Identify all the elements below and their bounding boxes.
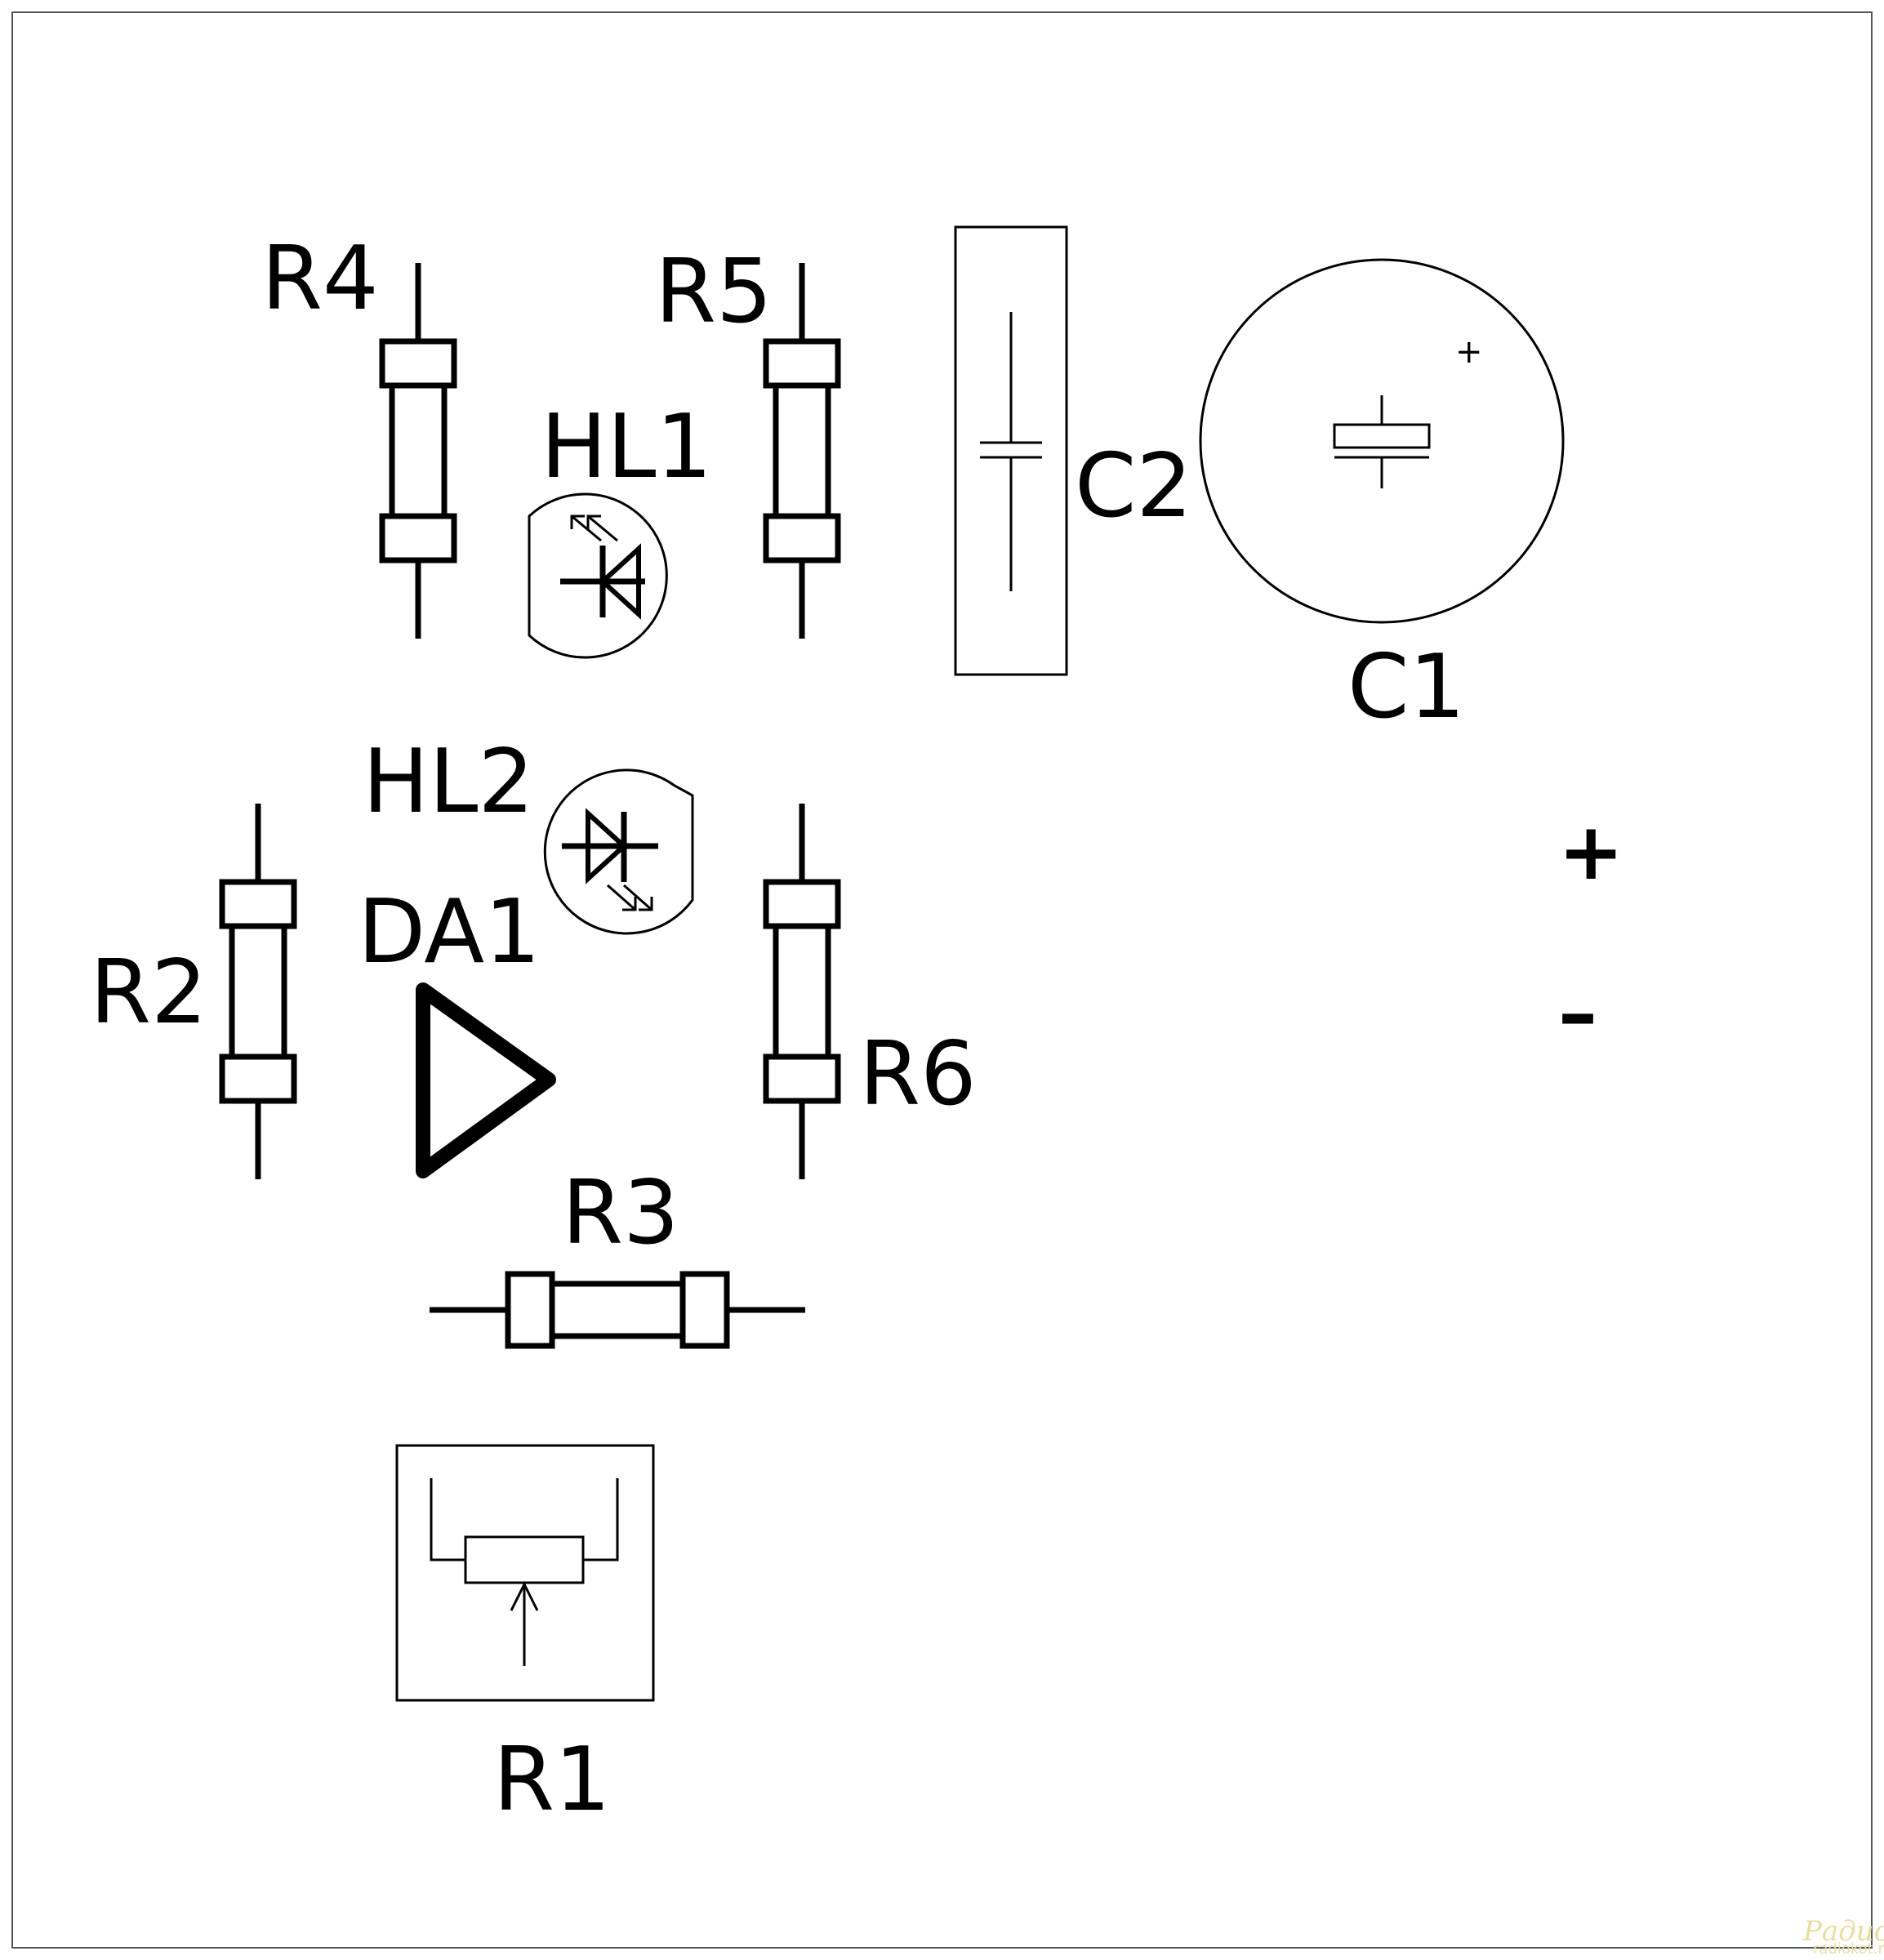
label-c2: C2	[1075, 435, 1192, 537]
label-c1: C1	[1347, 636, 1465, 738]
label-hl1: HL1	[541, 396, 712, 498]
led-hl1	[528, 492, 668, 659]
label-r6: R6	[859, 1023, 977, 1125]
trimmer-r1	[395, 1444, 655, 1702]
c1-polarity-mark: +	[1455, 333, 1483, 371]
label-da1: DA1	[358, 881, 541, 983]
watermark-site: radiokot.ru	[1813, 1940, 1884, 1958]
label-r2: R2	[90, 942, 207, 1044]
resistor-r4	[379, 263, 457, 639]
capacitor-c1	[1199, 258, 1565, 624]
capacitor-c2	[954, 225, 1068, 676]
board-outline	[11, 11, 1873, 1949]
label-r1: R1	[493, 1729, 611, 1831]
resistor-r5	[763, 263, 841, 639]
resistor-r6	[763, 804, 841, 1179]
power-plus-label: +	[1558, 806, 1623, 898]
led-hl2	[543, 768, 694, 935]
label-r4: R4	[261, 228, 379, 330]
label-r5: R5	[655, 241, 773, 343]
label-hl2: HL2	[363, 731, 534, 833]
resistor-r2	[219, 804, 297, 1179]
ic-da1	[416, 982, 556, 1178]
watermark-brand: Радио КОТ	[1802, 1915, 1884, 1948]
label-r3: R3	[562, 1162, 679, 1264]
power-minus-label: –	[1558, 968, 1597, 1059]
resistor-r3	[430, 1271, 805, 1349]
